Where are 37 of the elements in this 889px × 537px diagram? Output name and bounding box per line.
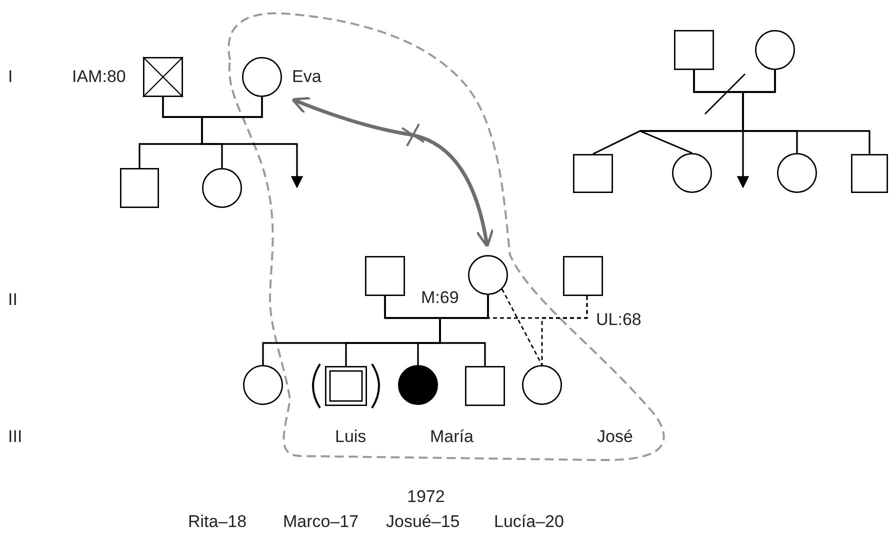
person-label: IAM:80 [72,67,126,87]
deceased-male-square [143,57,183,97]
male-square [573,154,613,193]
female-circle [242,57,282,97]
double-square [325,366,367,406]
male-square [674,30,714,70]
arrow [201,97,303,188]
descent-line [439,295,489,366]
female-circle [202,168,242,208]
generation-number: I [8,67,13,87]
female-circle [522,365,562,405]
double-arrow [291,96,494,248]
female-circle [468,255,508,295]
male-square [365,256,405,296]
person-label: Eva [292,67,322,87]
name-label: Josué–15 [386,512,460,532]
male-square [120,168,159,208]
name-label: María [430,427,474,447]
male-square [465,366,505,406]
male-square [563,256,603,296]
female-circle [777,153,817,193]
name-label: 1972 [407,487,445,507]
female-circle [243,365,283,405]
descent-line [541,296,588,365]
affected-female-circle [398,365,438,405]
name-label: Lucía–20 [494,512,564,532]
descent-line [501,288,543,366]
female-circle [672,153,712,193]
female-circle [755,30,795,70]
generation-number: II [8,290,18,310]
generation-number: III [8,427,22,447]
descent-line [742,70,870,154]
male-square [851,154,888,193]
name-label: José [597,427,633,447]
name-label: Luis [335,427,366,447]
name-label: Marco–17 [283,512,359,532]
name-label: Rita–18 [188,512,247,532]
